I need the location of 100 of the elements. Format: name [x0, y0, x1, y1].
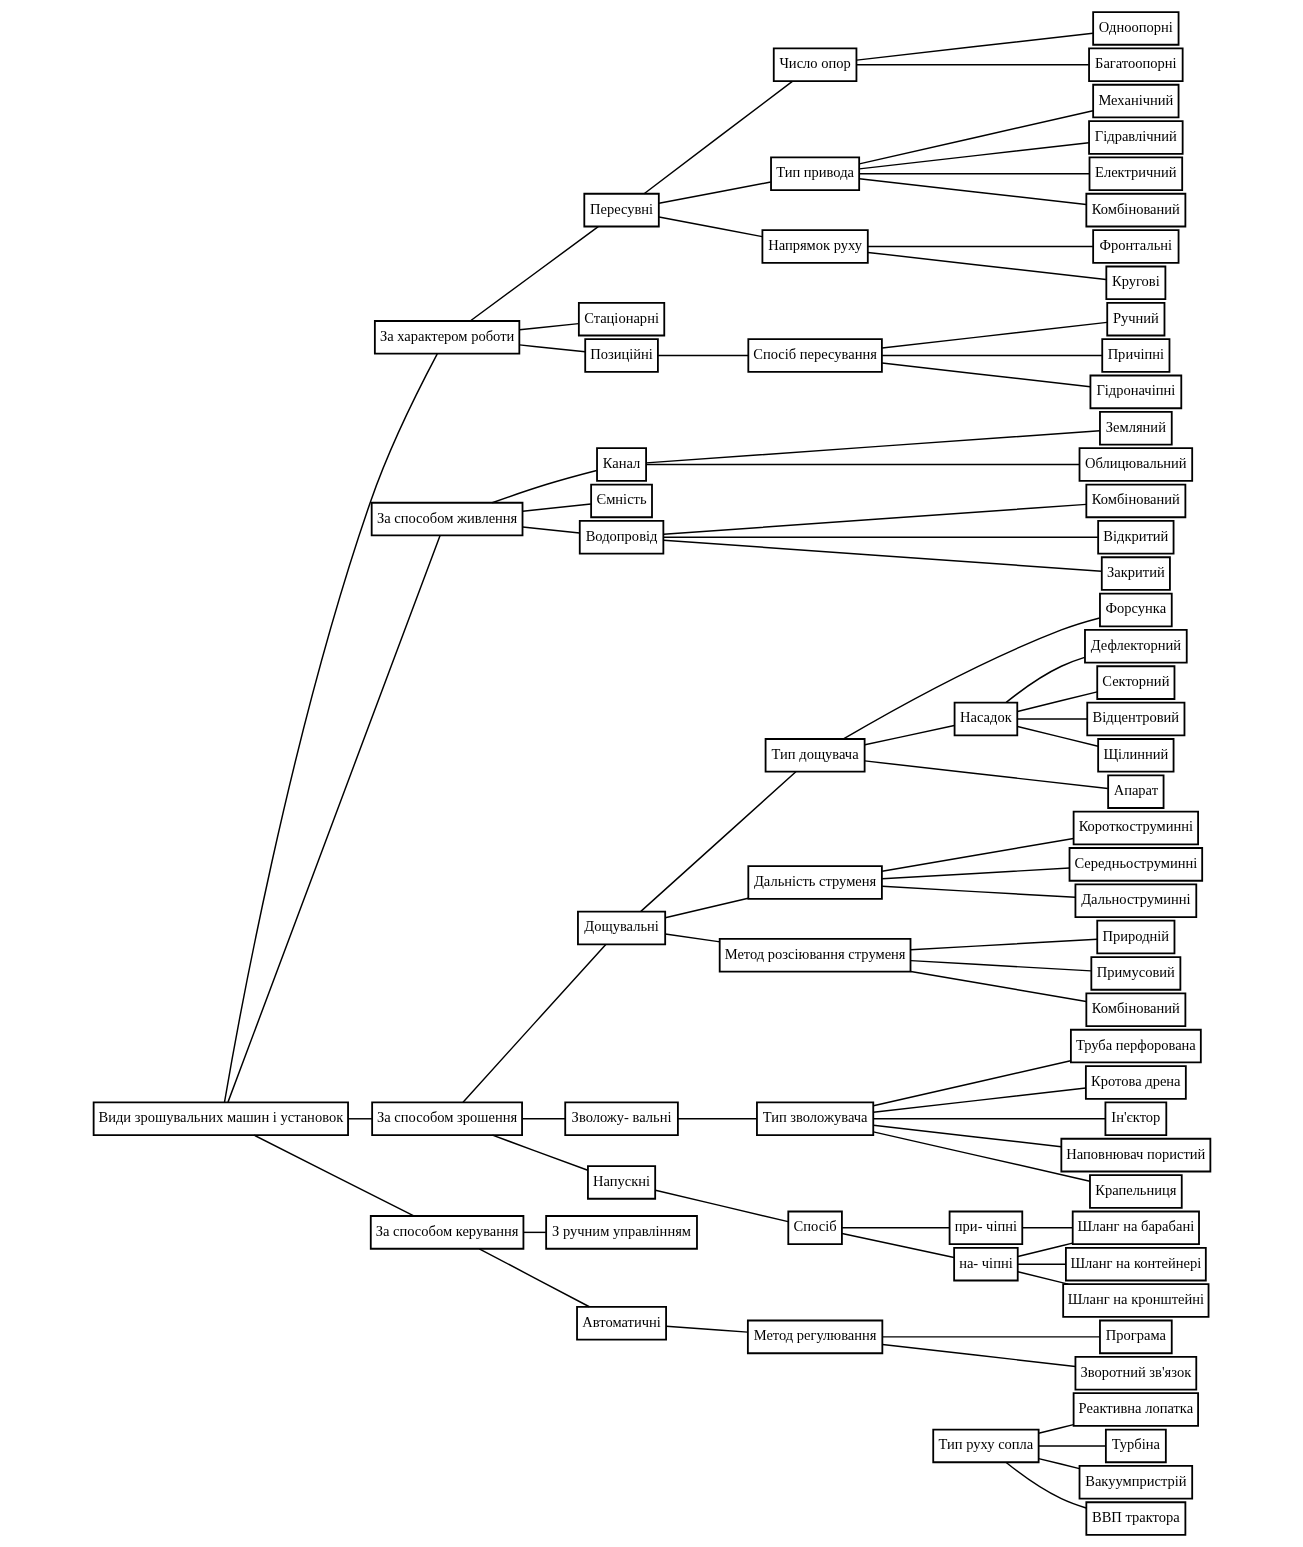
node-box: Ємність	[589, 483, 653, 519]
connector	[858, 178, 1087, 206]
connector	[664, 933, 720, 943]
node-box: Тип зволожувача	[755, 1101, 874, 1137]
connector	[521, 526, 580, 534]
connector	[657, 216, 763, 238]
connector	[664, 897, 749, 919]
node-box: Кругові	[1104, 265, 1166, 301]
node-box: Вакуумпристрій	[1078, 1465, 1193, 1500]
connector	[880, 837, 1074, 872]
connector	[662, 539, 1102, 572]
node-box: Спосіб пересування	[746, 338, 883, 373]
connector	[872, 1060, 1071, 1107]
node-box: Програма	[1098, 1319, 1173, 1355]
node-box: Одноопорні	[1091, 11, 1179, 46]
node-box: Комбінований	[1084, 483, 1186, 519]
node-box: Природній	[1095, 919, 1175, 955]
connector	[226, 534, 441, 1103]
node-box: Ручний	[1105, 301, 1165, 337]
node-box: Канал	[595, 447, 647, 482]
connector	[881, 1336, 1100, 1338]
connector	[1016, 1271, 1069, 1285]
connector	[522, 1231, 547, 1234]
node-box: Труба перфорована	[1069, 1028, 1202, 1064]
connector	[858, 173, 1090, 175]
connector	[1037, 1445, 1107, 1447]
connector	[840, 1227, 950, 1229]
node-box: Дальноструминні	[1074, 883, 1197, 918]
connector	[1037, 1423, 1074, 1434]
connector	[662, 536, 1099, 538]
node-box: Апарат	[1106, 774, 1164, 809]
connector	[858, 141, 1090, 170]
node-box: Середньоструминні	[1068, 847, 1203, 882]
node-box: Примусовий	[1089, 956, 1181, 991]
connector	[1021, 1227, 1073, 1229]
connector	[1016, 1242, 1073, 1258]
node-box: Тип руху сопла	[931, 1428, 1040, 1464]
node-box: Шланг на контейнері	[1064, 1246, 1207, 1282]
node-box: За способом зрошення	[370, 1101, 523, 1137]
connector	[469, 225, 599, 322]
node-box: Секторний	[1095, 665, 1175, 700]
node-box: Механічний	[1091, 83, 1179, 119]
connector	[909, 938, 1098, 951]
node-box: Електричний	[1088, 156, 1183, 192]
node-box: За характером роботи	[373, 320, 520, 355]
node-box: при- чіпні	[948, 1210, 1023, 1246]
connector	[676, 1118, 758, 1120]
node-box: Короткоструминні	[1072, 810, 1199, 846]
connector	[866, 245, 1094, 248]
connector	[1016, 691, 1098, 713]
connector	[880, 321, 1108, 349]
node-box: Комбінований	[1084, 992, 1186, 1027]
node-box: на- чіпні	[952, 1246, 1019, 1282]
node-box: Гідравлічний	[1087, 120, 1184, 155]
connector	[478, 1248, 590, 1308]
node-box: Зворотний зв'язок	[1074, 1355, 1197, 1391]
node-box: Турбіна	[1104, 1428, 1167, 1464]
connector	[872, 1118, 1106, 1120]
connector	[855, 64, 1090, 66]
node-box: Види зрошувальних машин і установок	[92, 1101, 349, 1137]
connector	[872, 1124, 1062, 1148]
node-box: Відцентровий	[1085, 701, 1185, 737]
node-box: Метод розсіювання струменя	[718, 937, 911, 973]
connector	[223, 353, 438, 1103]
connector	[654, 1189, 789, 1223]
node-box: Тип привода	[769, 156, 860, 192]
connector	[1037, 1457, 1080, 1470]
node-box: Фронтальні	[1091, 229, 1179, 264]
connector	[1016, 718, 1088, 720]
node-box: Кротова дрена	[1084, 1065, 1187, 1100]
node-box: Метод регулювання	[746, 1319, 883, 1355]
connector	[644, 429, 1101, 464]
node-box: Водопровід	[578, 520, 664, 555]
connector	[518, 344, 586, 353]
connector	[491, 1134, 588, 1171]
connector	[872, 1087, 1087, 1113]
connector	[880, 867, 1070, 880]
node-box: Насадок	[953, 701, 1018, 737]
node-box: Комбінований	[1084, 192, 1186, 228]
node-box: За способом керування	[369, 1215, 524, 1250]
node-box: Напускні	[586, 1165, 656, 1200]
node-box: З ручним управлінням	[544, 1215, 698, 1250]
node-box: Шланг на кронштейні	[1061, 1283, 1209, 1318]
connector	[665, 1325, 748, 1333]
node-box: Стаціонарні	[577, 301, 665, 337]
connector	[1004, 1461, 1087, 1509]
connector	[491, 469, 597, 504]
connector	[881, 1343, 1076, 1368]
node-box: Реактивна лопатка	[1072, 1392, 1199, 1427]
node-box: Форсунка	[1098, 592, 1173, 628]
node-box: Дефлекторний	[1083, 629, 1188, 664]
connector	[880, 885, 1076, 899]
node-box: Ін'єктор	[1104, 1101, 1167, 1137]
connector	[346, 1118, 373, 1120]
connector	[866, 251, 1107, 281]
connector	[909, 970, 1087, 1003]
connector	[855, 32, 1094, 61]
connector	[644, 463, 1080, 466]
connector	[639, 771, 797, 913]
node-box: Закритий	[1100, 556, 1171, 591]
